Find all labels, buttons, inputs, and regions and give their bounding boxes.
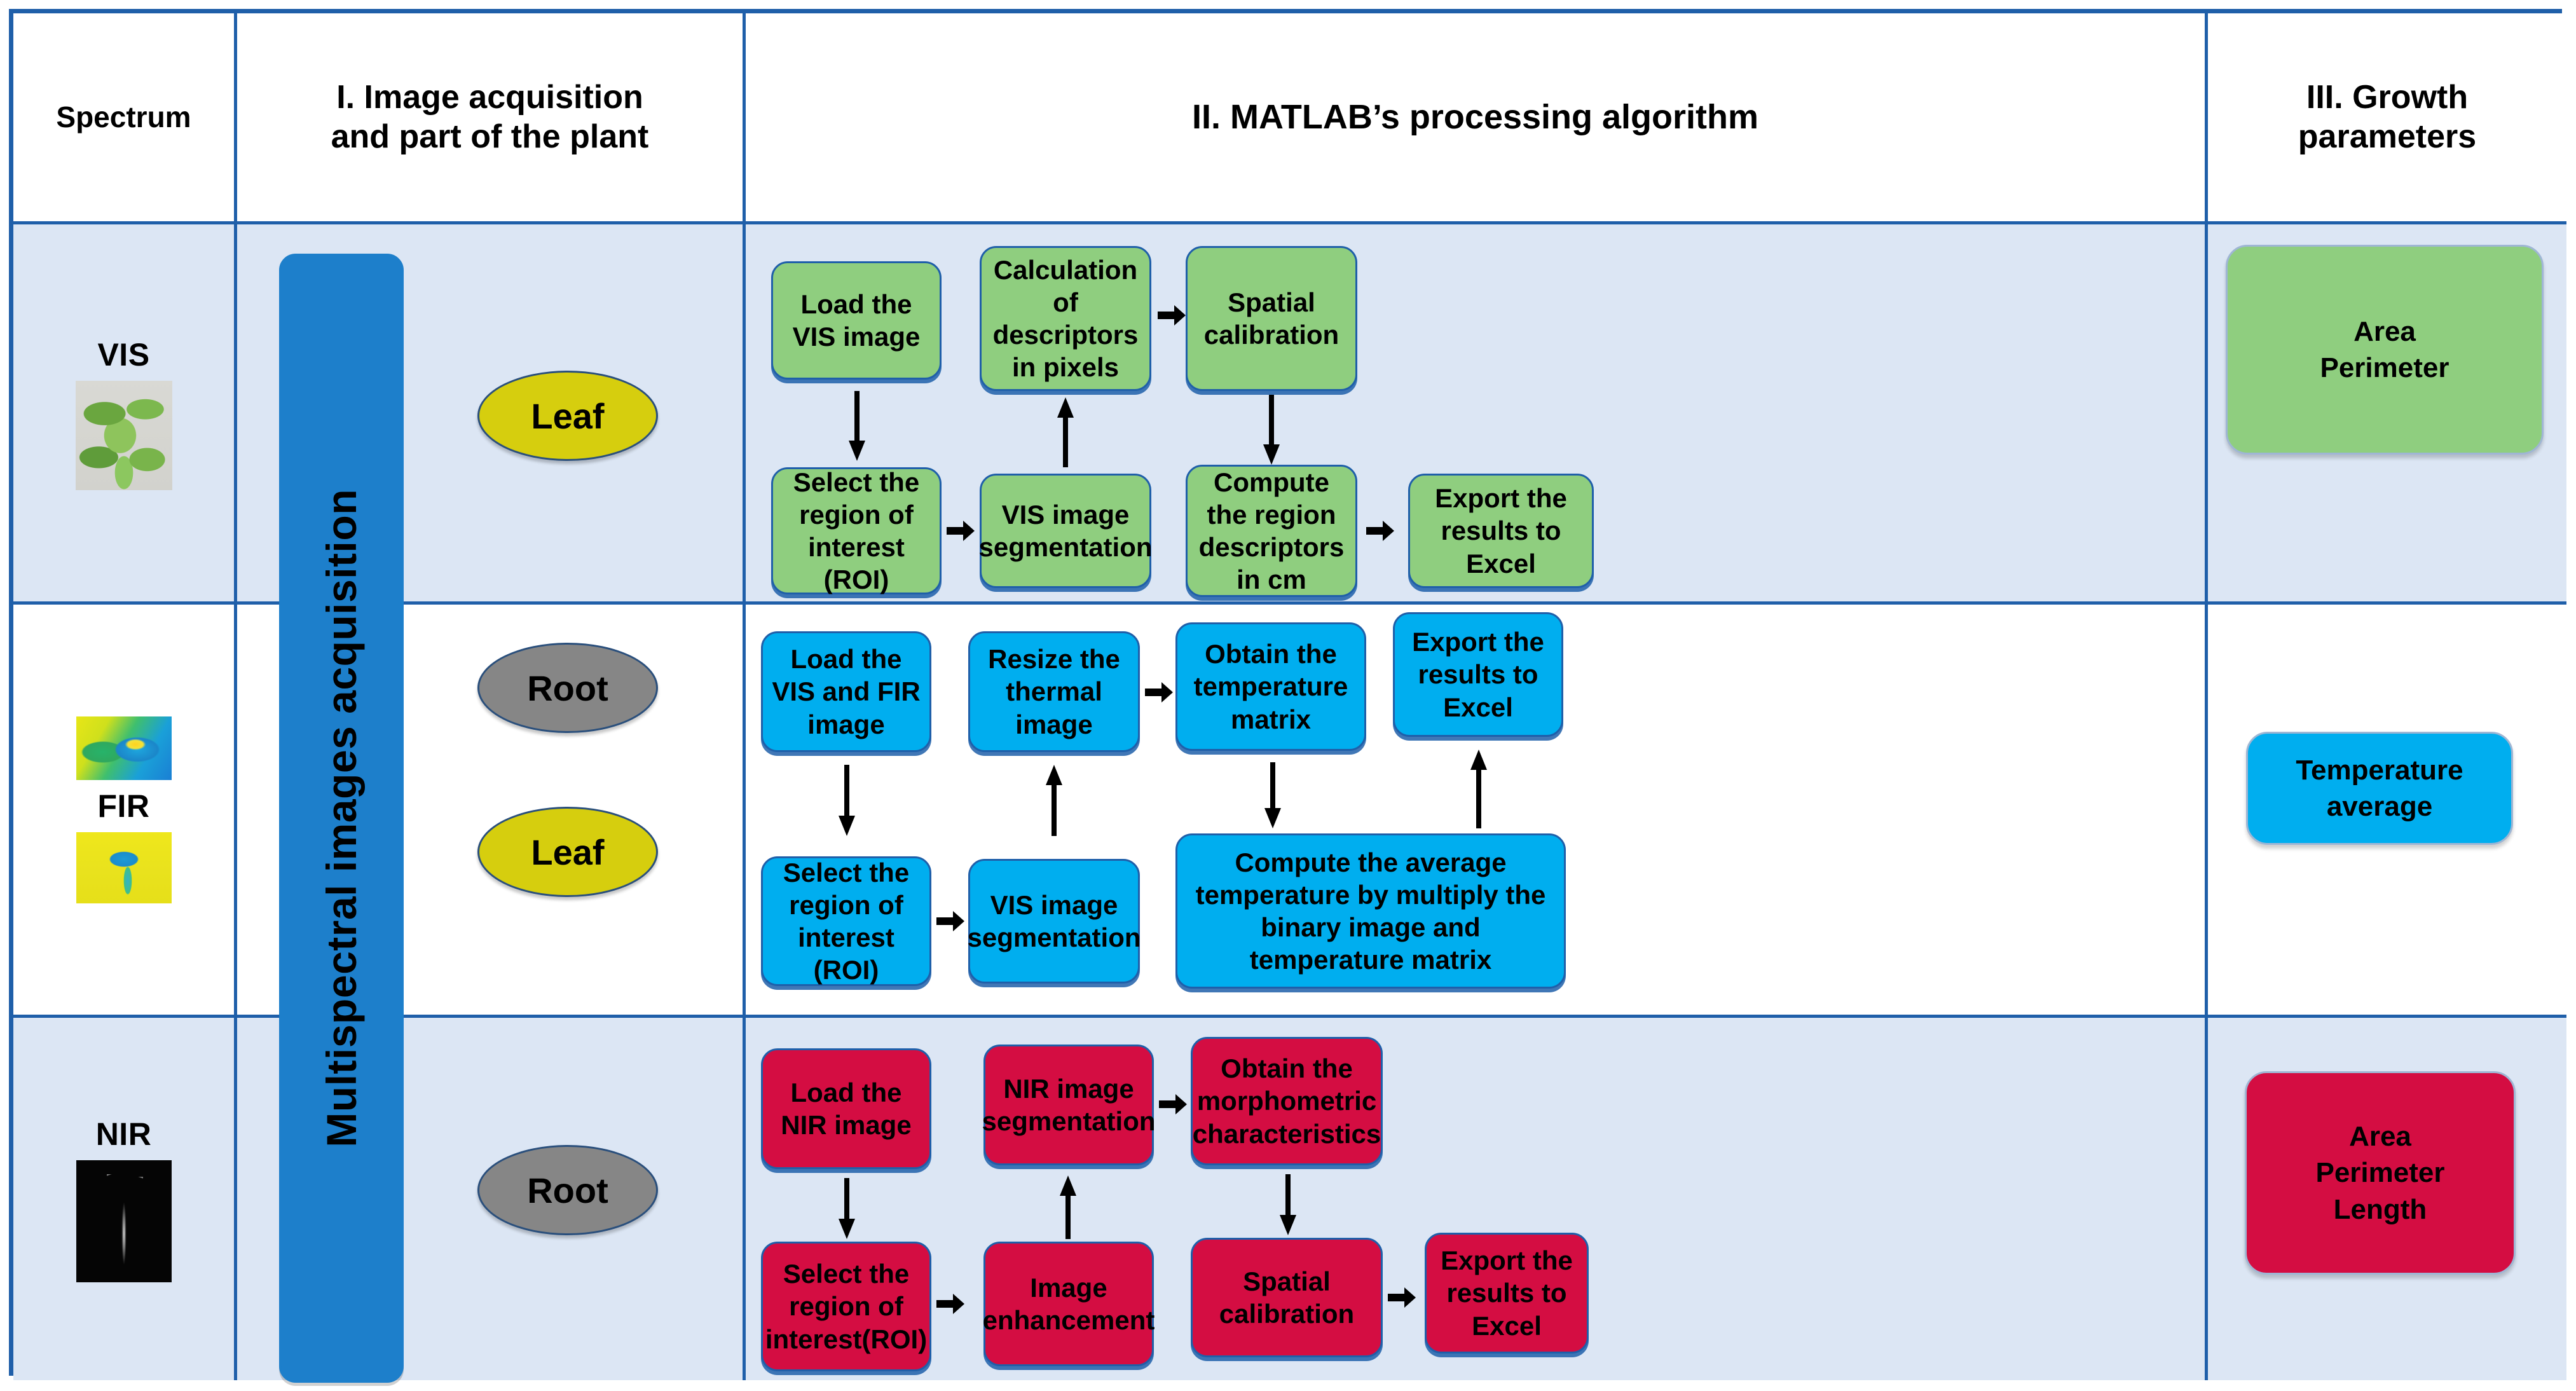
header-processing: II. MATLAB’s processing algorithm: [746, 13, 2208, 224]
arrow-down-icon: [1277, 1174, 1299, 1235]
flow-fir: Load the VIS and FIR image Resize the th…: [746, 605, 2205, 1015]
flow-node-nir-3[interactable]: Select the region of interest(ROI): [761, 1242, 931, 1371]
spectrum-cell-nir: NIR: [13, 1018, 237, 1380]
header-growth-label: III. Growth parameters: [2298, 79, 2477, 155]
arrow-down-icon: [1262, 762, 1284, 828]
flow-vis: Load the VIS image Calculation of descri…: [746, 224, 2205, 601]
acquisition-cell-fir: Root Leaf: [237, 605, 746, 1018]
flow-nir: Load the NIR image NIR image segmentatio…: [746, 1018, 2205, 1380]
flow-node-vis-5[interactable]: Compute the region descriptors in cm: [1186, 465, 1357, 597]
flow-node-vis-3[interactable]: Select the region of interest (ROI): [771, 467, 942, 594]
arrow-right-icon: [1366, 519, 1394, 542]
spectrum-cell-fir: FIR: [13, 605, 237, 1018]
header-processing-label: II. MATLAB’s processing algorithm: [1191, 97, 1759, 136]
flow-node-fir-4[interactable]: Select the region of interest (ROI): [761, 856, 931, 986]
flow-node-nir-4[interactable]: Image enhancement: [983, 1242, 1154, 1366]
header-acquisition: I. Image acquisition and part of the pla…: [237, 13, 746, 224]
flow-cell-fir: Load the VIS and FIR image Resize the th…: [746, 605, 2208, 1018]
flow-node-nir-0[interactable]: Load the NIR image: [761, 1048, 931, 1169]
plant-part-label: Leaf: [531, 395, 605, 436]
plant-part-label: Leaf: [531, 832, 605, 872]
arrow-down-icon: [846, 391, 868, 461]
plant-leaf-photo-icon: [75, 380, 172, 490]
flow-node-vis-0[interactable]: Load the VIS image: [771, 261, 942, 380]
arrow-down-icon: [836, 1178, 858, 1239]
flow-node-nir-1[interactable]: NIR image segmentation: [982, 1045, 1156, 1165]
spectrum-label-nir: NIR: [95, 1116, 152, 1152]
flow-node-fir-6[interactable]: Compute the average temperature by multi…: [1175, 833, 1566, 989]
flow-node-vis-6[interactable]: Export the results to Excel: [1408, 474, 1594, 588]
plant-part-column-vis: Leaf: [237, 224, 743, 601]
plant-part-label: Root: [527, 1170, 608, 1210]
flow-cell-vis: Load the VIS image Calculation of descri…: [746, 224, 2208, 605]
arrow-right-icon: [947, 519, 975, 542]
arrow-right-icon: [1388, 1286, 1416, 1309]
arrow-down-icon: [1261, 395, 1282, 465]
plant-part-leaf-fir: Leaf: [477, 807, 658, 897]
thermal-root-image-icon: [76, 832, 172, 903]
arrow-right-icon: [1159, 1093, 1187, 1116]
flow-node-vis-2[interactable]: Spatial calibration: [1186, 246, 1357, 391]
acquisition-cell-vis: Multispectral images acquisition Leaf: [237, 224, 746, 1383]
arrow-right-icon: [936, 1292, 964, 1315]
multispectral-acquisition-bar: Multispectral images acquisition: [279, 254, 404, 1383]
arrow-up-icon: [1055, 397, 1076, 467]
spectrum-label-vis: VIS: [97, 336, 150, 373]
growth-cell-fir: Temperature average: [2208, 605, 2566, 1018]
plant-part-root-nir: Root: [477, 1145, 658, 1235]
header-spectrum: Spectrum: [13, 13, 237, 224]
flow-node-fir-1[interactable]: Resize the thermal image: [968, 631, 1140, 752]
arrow-right-icon: [1145, 681, 1173, 704]
flow-node-vis-4[interactable]: VIS image segmentation: [978, 474, 1153, 588]
plant-part-leaf-vis: Leaf: [477, 371, 658, 461]
flow-node-nir-6[interactable]: Export the results to Excel: [1425, 1233, 1589, 1353]
flow-node-fir-5[interactable]: VIS image segmentation: [967, 859, 1141, 983]
multispectral-acquisition-label: Multispectral images acquisition: [318, 489, 365, 1148]
plant-part-column-fir: Root Leaf: [237, 605, 743, 1015]
flow-cell-nir: Load the NIR image NIR image segmentatio…: [746, 1018, 2208, 1380]
spectrum-label-fir: FIR: [97, 788, 150, 824]
arrow-right-icon: [1158, 304, 1186, 327]
pipeline-table: Spectrum I. Image acquisition and part o…: [9, 9, 2566, 1383]
header-spectrum-label: Spectrum: [56, 100, 191, 134]
spectrum-cell-vis: VIS: [13, 224, 237, 605]
arrow-up-icon: [1043, 765, 1065, 836]
plant-part-column-nir: Root: [237, 1018, 743, 1380]
arrow-down-icon: [836, 765, 858, 836]
plant-part-root-fir: Root: [477, 643, 658, 733]
flow-node-nir-5[interactable]: Spatial calibration: [1191, 1238, 1383, 1357]
growth-cell-nir: Area Perimeter Length: [2208, 1018, 2566, 1380]
growth-result-vis: Area Perimeter: [2226, 245, 2544, 455]
header-acquisition-label: I. Image acquisition and part of the pla…: [331, 79, 649, 155]
header-growth: III. Growth parameters: [2208, 13, 2566, 224]
growth-result-nir: Area Perimeter Length: [2245, 1071, 2516, 1275]
growth-cell-vis: Area Perimeter: [2208, 224, 2566, 605]
flow-node-vis-1[interactable]: Calculation of descriptors in pixels: [980, 246, 1151, 391]
thermal-leaf-image-icon: [76, 716, 172, 780]
growth-result-fir: Temperature average: [2246, 732, 2513, 845]
arrow-right-icon: [936, 910, 964, 933]
flow-node-fir-2[interactable]: Obtain the temperature matrix: [1175, 622, 1366, 751]
arrow-up-icon: [1057, 1175, 1079, 1239]
arrow-up-icon: [1468, 750, 1490, 828]
nir-root-image-icon: [76, 1160, 172, 1282]
flow-node-nir-2[interactable]: Obtain the morphometric characteristics: [1191, 1037, 1383, 1165]
plant-part-label: Root: [527, 668, 608, 708]
flow-node-fir-3[interactable]: Export the results to Excel: [1393, 612, 1563, 737]
flow-node-fir-0[interactable]: Load the VIS and FIR image: [761, 631, 931, 752]
